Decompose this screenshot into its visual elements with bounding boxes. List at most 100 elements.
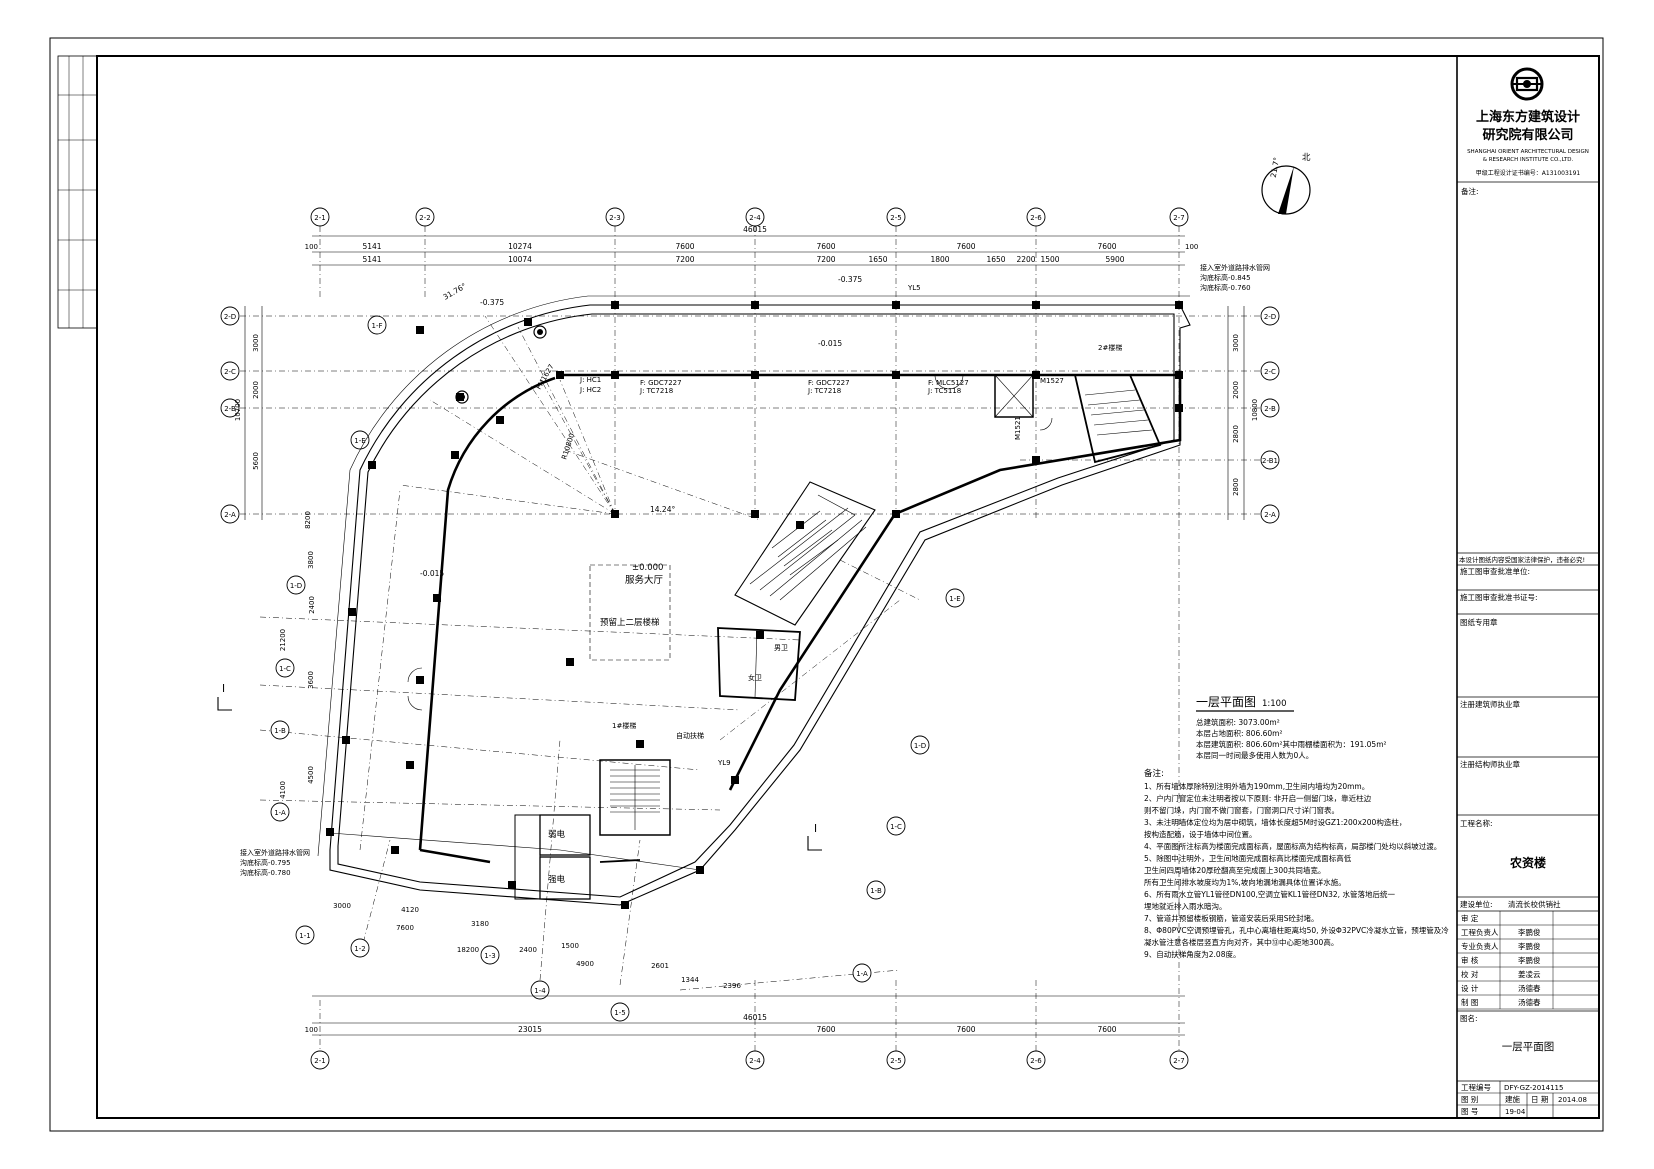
dim-top: 5141 xyxy=(362,242,381,251)
dim-bottom-small: 4900 xyxy=(576,960,594,968)
axis-bubble xyxy=(610,1002,630,1022)
axis-bubble xyxy=(910,735,930,755)
axis-bubble xyxy=(852,963,872,983)
notes-header: 备注: xyxy=(1144,768,1164,779)
win-label-1: F: GDC7227 xyxy=(640,379,682,387)
company-name-1: 上海东方建筑设计 xyxy=(1476,109,1580,125)
axis-bubble xyxy=(1169,207,1189,227)
note-line: 凝水管注意各楼层竖直方向对齐，其中⑬中心距地300高。 xyxy=(1144,937,1338,947)
inner-border xyxy=(96,55,1600,1119)
axis-bubble xyxy=(886,207,906,227)
axis-bubble xyxy=(886,816,906,836)
tb-drawing-label: 图名: xyxy=(1460,1013,1478,1023)
column xyxy=(342,736,350,744)
dim-right: 2000 xyxy=(1232,381,1240,399)
tb-client-label: 建设单位: xyxy=(1460,899,1493,909)
axis-bubble xyxy=(270,720,290,740)
plan-title-block: 一层平面图 1:100 总建筑面积: 3073.00m² 本层占地面积: 806… xyxy=(1196,695,1387,760)
dim-left: 21200 xyxy=(279,629,287,651)
note-line: 3、未注明墙体定位均为居中砌筑，墙体长度超5M时设GZ1:200x200构造柱， xyxy=(1144,817,1406,827)
axis-label: 1-D xyxy=(290,582,302,590)
north-angle: 21.7° xyxy=(1269,156,1281,178)
axis-label: 2-4 xyxy=(749,214,761,222)
axis-bubble xyxy=(886,1050,906,1070)
axis-label: 1-B xyxy=(870,887,882,895)
dim-bottom: 7600 xyxy=(816,1025,835,1034)
column xyxy=(751,371,759,379)
staff-name: 姜凌云 xyxy=(1518,969,1541,979)
note-line: 7、管道井预留楼板钢筋，管道安装后采用S砼封堵。 xyxy=(1144,913,1319,923)
note-line: 8、Φ80PVC空调预埋管孔，孔中心离墙柱距离均50, 外设Φ32PVC冷凝水立… xyxy=(1144,925,1449,935)
column xyxy=(796,521,804,529)
column xyxy=(451,451,459,459)
axis-bubble xyxy=(220,398,240,418)
elev-d: -0.015 xyxy=(420,569,444,578)
axis-label: 1-3 xyxy=(484,952,495,960)
axis-label: 2-2 xyxy=(419,214,430,222)
tb-client-name: 清流长校供销社 xyxy=(1508,899,1561,909)
plan-scale: 1:100 xyxy=(1262,699,1287,709)
axis-grid xyxy=(240,226,1260,1052)
column xyxy=(751,510,759,518)
axis-label: 2-C xyxy=(224,368,236,376)
north-label: 北 xyxy=(1302,153,1311,163)
angle-label-2: 14.24° xyxy=(650,505,675,514)
axis-label: 2-4 xyxy=(749,1057,761,1065)
axis-bubble xyxy=(1026,1050,1046,1070)
dim-left: 4500 xyxy=(307,766,315,784)
axis-label: 2-7 xyxy=(1173,1057,1184,1065)
dim-top: 7600 xyxy=(675,242,694,251)
axis-label: 1-2 xyxy=(354,945,365,953)
room-women: 女卫 xyxy=(748,673,762,682)
dim-left: 3800 xyxy=(307,551,315,569)
dim-top: 10074 xyxy=(508,255,532,264)
column xyxy=(326,828,334,836)
axis-bubble xyxy=(310,207,330,227)
axis-label: 2-7 xyxy=(1173,214,1184,222)
column xyxy=(751,301,759,309)
column xyxy=(731,776,739,784)
axis-label: 2-6 xyxy=(1030,214,1042,222)
axis-bubble xyxy=(350,938,370,958)
note-line: 则不留门垛，内门窗不做门窗套，门窗洞口尺寸详门窗表。 xyxy=(1144,805,1339,815)
building-walls xyxy=(317,295,1191,906)
tb-review-unit: 施工图审查批准单位: xyxy=(1460,566,1530,576)
dim-bottom-small: 2396 xyxy=(723,982,741,990)
tb-notes-label: 备注: xyxy=(1461,186,1479,196)
dim-edge: 100 xyxy=(1185,243,1198,251)
drain-1b: 沟底标高-0.845 xyxy=(1200,273,1251,282)
dim-left: 2400 xyxy=(308,596,316,614)
axis-bubble xyxy=(415,207,435,227)
axis-bubble xyxy=(270,802,290,822)
tb-category-label: 图 别 xyxy=(1461,1095,1478,1104)
dim-top: 1500 xyxy=(1040,255,1059,264)
axis-bubble xyxy=(1260,398,1280,418)
win-label-3: F: MLC5127 xyxy=(928,379,969,387)
elev-a: -0.375 xyxy=(838,275,862,284)
dim-right: 10800 xyxy=(1251,399,1259,421)
escalator-label: 自动扶梯 xyxy=(676,731,704,740)
dim-top: 5900 xyxy=(1105,255,1124,264)
note-line: 卫生间四周墙体20厚砼翻高至完成面上300共同墙宽。 xyxy=(1144,865,1325,875)
column xyxy=(611,371,619,379)
axis-bubble xyxy=(220,361,240,381)
staff-name: 李鹏俊 xyxy=(1518,955,1541,965)
column-ring xyxy=(533,325,547,339)
axis-bubble xyxy=(530,980,550,1000)
column-core xyxy=(459,394,465,400)
staff-role: 审 定 xyxy=(1461,913,1479,923)
axis-label: 2-5 xyxy=(890,214,901,222)
axis-label: 2-6 xyxy=(1030,1057,1042,1065)
company-name-2: 研究院有限公司 xyxy=(1482,127,1573,143)
staff-role: 专业负责人 xyxy=(1461,941,1499,951)
stair-2-label: 2#楼梯 xyxy=(1098,343,1122,352)
column xyxy=(892,301,900,309)
dim-top: 2200 xyxy=(1016,255,1035,264)
outer-border xyxy=(49,37,1604,1132)
axis-label: 2-3 xyxy=(609,214,620,222)
column xyxy=(1175,404,1183,412)
win-label-2b: J: TC7218 xyxy=(807,387,841,395)
area-floor: 本层建筑面积: 806.60m²其中雨棚楼面积为：191.05m² xyxy=(1196,739,1387,749)
general-notes: 备注: 1、所有墙体厚除特别注明外墙为190mm,卫生间内墙均为20mm。2、户… xyxy=(1144,768,1449,959)
tb-sheet-label: 图 号 xyxy=(1461,1107,1478,1116)
